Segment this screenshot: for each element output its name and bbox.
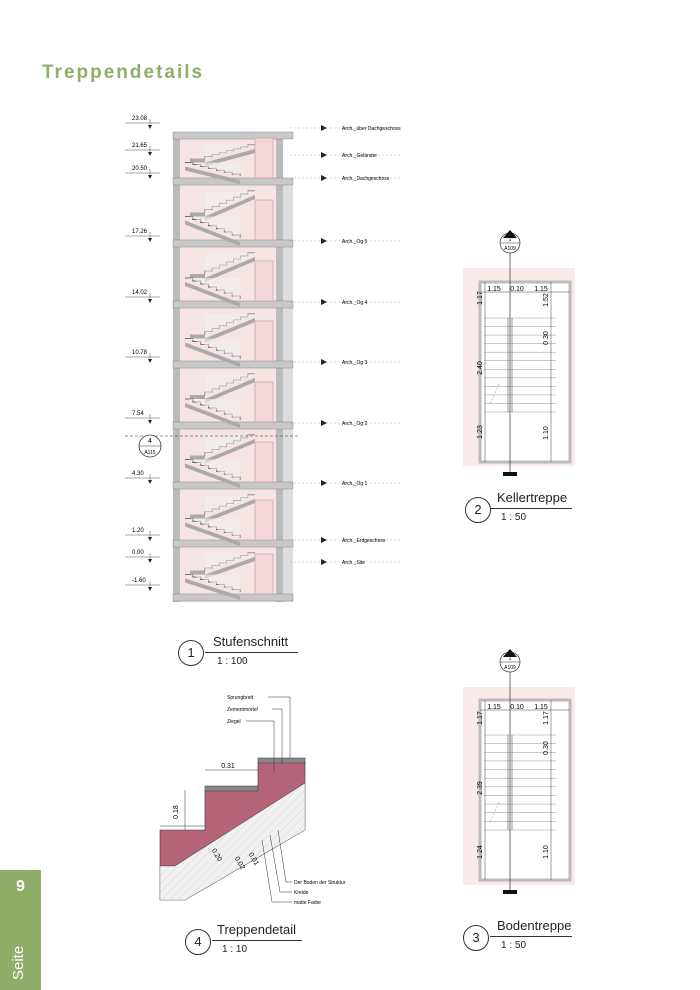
door — [254, 553, 274, 595]
elevation-label: Arch._Site — [342, 560, 365, 566]
elevation-value: 20.50 — [132, 166, 148, 172]
svg-text:1.10: 1.10 — [543, 426, 550, 440]
elevation-label: Arch._Dachgeschoss — [342, 176, 390, 182]
svg-text:1.17: 1.17 — [477, 291, 484, 305]
page-number: 9 — [16, 878, 25, 895]
svg-text:1.15: 1.15 — [534, 704, 548, 711]
door — [254, 381, 274, 423]
elevation-level: -1.60 — [125, 578, 160, 591]
svg-text:1.15: 1.15 — [487, 286, 501, 293]
elevation-value: 0.00 — [132, 550, 144, 556]
svg-text:1: 1 — [509, 656, 512, 662]
svg-text:1: 1 — [509, 237, 512, 243]
view-number: 1 — [178, 640, 204, 666]
view-number: 3 — [463, 925, 489, 951]
svg-text:Ziegel: Ziegel — [227, 719, 241, 725]
svg-text:Kreide: Kreide — [294, 890, 309, 896]
view-name: Stufenschnitt — [213, 634, 289, 649]
callout-number: 4 — [148, 438, 152, 445]
elevation-label: Arch._Og 2 — [342, 421, 368, 427]
svg-text:0.18: 0.18 — [173, 805, 180, 819]
view-scale: 1 : 50 — [501, 940, 527, 951]
elevation-label: Arch._Og 4 — [342, 300, 368, 306]
page-side-label: Seite — [10, 945, 27, 980]
door — [254, 199, 274, 241]
svg-text:0.10: 0.10 — [510, 286, 524, 293]
svg-text:1.15: 1.15 — [487, 704, 501, 711]
svg-text:1.10: 1.10 — [543, 845, 550, 859]
elevation-label: Arch._Og 5 — [342, 239, 368, 245]
elevation-value: 21.65 — [132, 143, 148, 149]
svg-text:1.52: 1.52 — [543, 293, 550, 307]
door — [254, 320, 274, 362]
elevation-value: 4.30 — [132, 471, 144, 477]
svg-text:0.31: 0.31 — [221, 763, 235, 770]
elevation-value: 1.20 — [132, 528, 144, 534]
elevation-value: 10.78 — [132, 350, 148, 356]
door — [254, 441, 274, 483]
svg-text:1.15: 1.15 — [534, 286, 548, 293]
elevation-value: 17.26 — [132, 229, 148, 235]
door — [254, 499, 274, 541]
detail-callout: 4 A115 — [125, 434, 300, 458]
view-number: 4 — [185, 929, 211, 955]
elevation-label: Arch._Og 3 — [342, 360, 368, 366]
svg-text:2.40: 2.40 — [477, 361, 484, 375]
elevation-value: 23.08 — [132, 116, 148, 122]
svg-text:matte Farbe: matte Farbe — [294, 900, 321, 906]
svg-text:A109: A109 — [504, 246, 516, 252]
door — [254, 137, 274, 179]
bodentreppe-plan: 1 A109 1.15 0.10 1.15 1.17 2.39 1.24 1.1… — [463, 649, 575, 894]
view-number: 2 — [465, 497, 491, 523]
callout-sheet: A115 — [144, 450, 156, 456]
svg-text:1.23: 1.23 — [477, 425, 484, 439]
kellertreppe-plan: 1 A109 1.15 0.10 1.15 1.17 2.40 1.23 1.5… — [463, 230, 575, 476]
svg-text:Der Boden der Struktur: Der Boden der Struktur — [294, 880, 346, 886]
elevation-label: Arch._Og 1 — [342, 481, 368, 487]
svg-text:0.30: 0.30 — [543, 331, 550, 345]
view-scale: 1 : 10 — [222, 944, 248, 955]
svg-text:Sprungbrett: Sprungbrett — [227, 695, 254, 701]
elevation-value: 14.02 — [132, 290, 148, 296]
floor-slab — [172, 131, 294, 140]
svg-text:Zementmörtel: Zementmörtel — [227, 707, 258, 713]
svg-text:2.39: 2.39 — [477, 781, 484, 795]
svg-text:1.24: 1.24 — [477, 845, 484, 859]
elevation-value: -1.60 — [132, 578, 146, 584]
svg-text:1.17: 1.17 — [477, 711, 484, 725]
svg-text:1.17: 1.17 — [543, 711, 550, 725]
page-title: Treppendetails — [42, 62, 205, 83]
treppendetail-drawing: 0.31 0.18 0.20 0.02 0.01 Sprungbrett Zem… — [159, 695, 346, 906]
door — [254, 260, 274, 302]
elevation-label: Arch._Erdgeschoss — [342, 538, 386, 544]
svg-text:0.10: 0.10 — [510, 704, 524, 711]
view-scale: 1 : 50 — [501, 512, 527, 523]
elevation-label: Arch._über Dachgeschoss — [342, 126, 401, 132]
page-side-tab — [0, 870, 41, 990]
stufenschnitt-section — [172, 131, 294, 602]
view-name: Bodentreppe — [497, 918, 572, 933]
view-name: Treppendetail — [217, 922, 297, 937]
view-name: Kellertreppe — [497, 490, 568, 505]
view-scale: 1 : 100 — [217, 656, 248, 667]
svg-text:0.30: 0.30 — [543, 741, 550, 755]
svg-text:A109: A109 — [504, 665, 516, 671]
elevation-label: Arch._Geländer — [342, 153, 377, 159]
elevation-value: 7.54 — [132, 411, 144, 417]
